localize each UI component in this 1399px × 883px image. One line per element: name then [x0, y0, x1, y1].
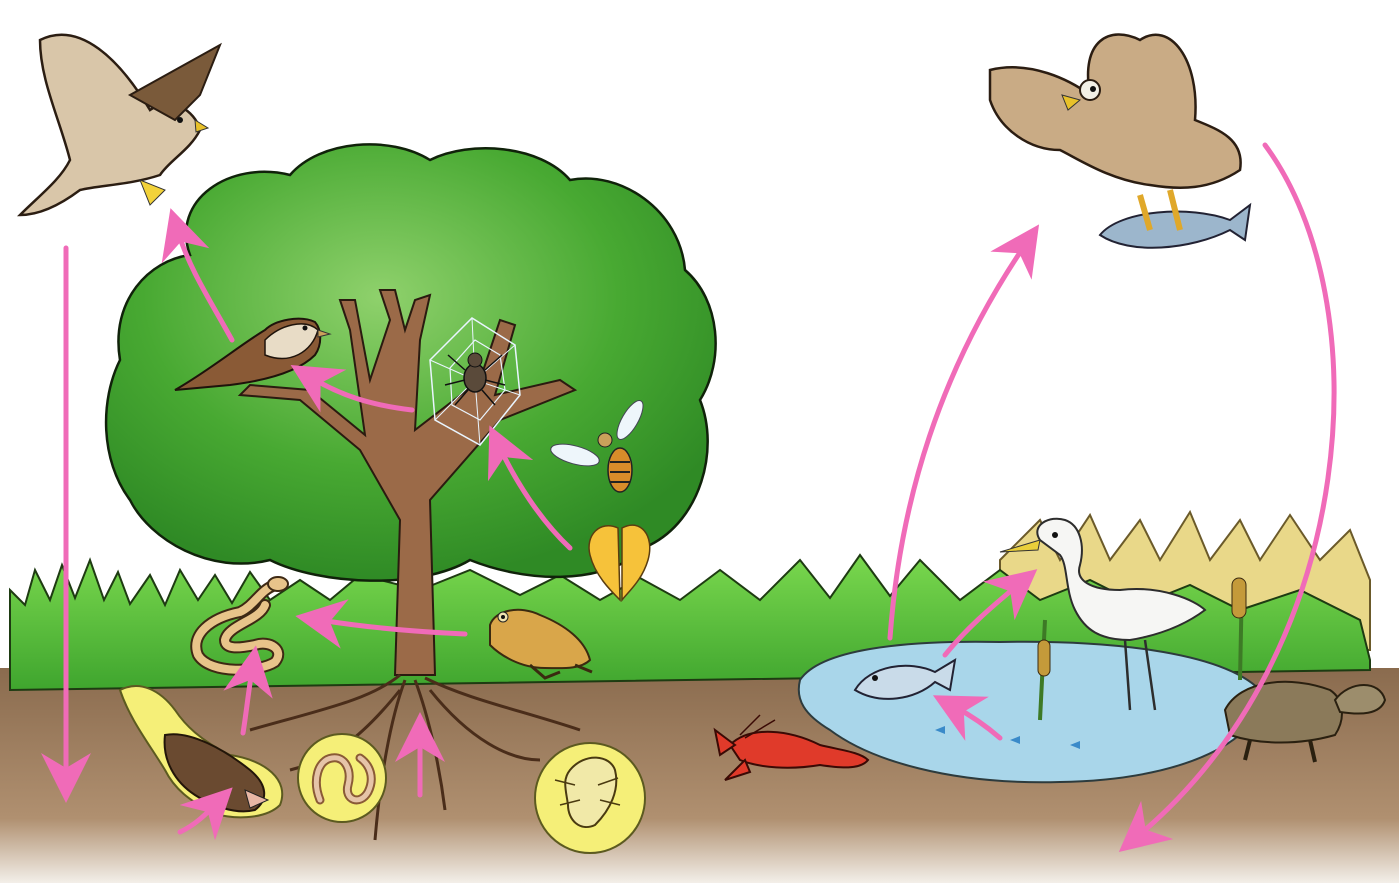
larva-icon	[535, 743, 645, 853]
earthworm-icon	[298, 734, 386, 822]
eagle-with-fish-icon	[990, 35, 1250, 248]
hawk-icon	[20, 35, 220, 215]
